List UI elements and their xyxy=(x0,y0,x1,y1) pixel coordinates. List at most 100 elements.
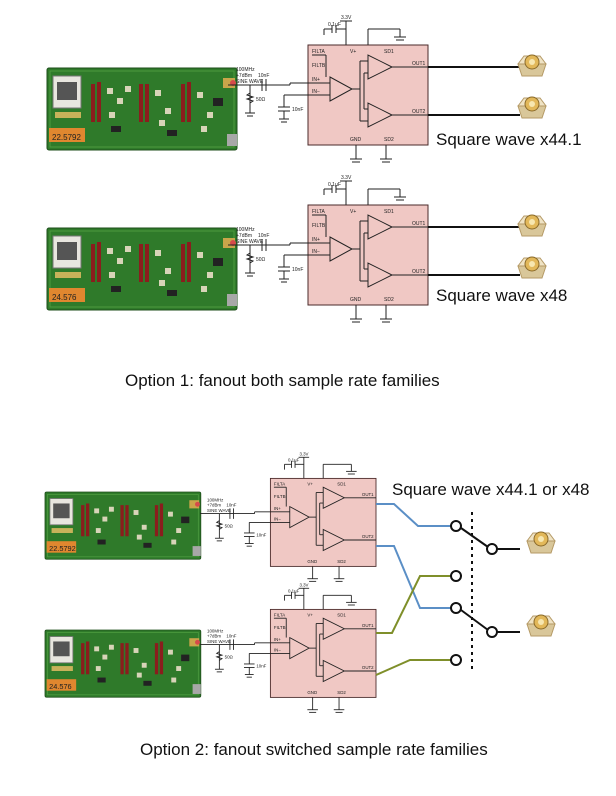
ic1-filtb-label: FILTB xyxy=(312,63,326,69)
ic3-out2-to-switch-wire xyxy=(376,545,452,609)
ic1-cap-bot-label: 10nF xyxy=(292,107,303,113)
ic2-cap-bot-label: 10nF xyxy=(292,267,303,273)
connector-5 xyxy=(526,531,556,554)
ic2-filta-label: FILTA xyxy=(312,209,326,215)
ic1-gnd-label: GND xyxy=(350,137,362,143)
ic2-cap-in-label: 10nF xyxy=(258,233,269,239)
switch-pivot-2 xyxy=(486,626,498,638)
ic1-sd2-label: SD2 xyxy=(384,137,394,143)
board-1-freq: 22.5792 xyxy=(52,133,81,142)
oscillator-board-1: 22.5792 xyxy=(46,67,238,151)
ic3-sd2-label: SD2 xyxy=(337,559,346,564)
ic1-res-label: 50Ω xyxy=(256,97,266,103)
ic4-out2-to-switch-wire xyxy=(375,659,452,676)
ic3-out1-label: OUT1 xyxy=(362,492,374,497)
ic4-cap-in-label: 10nF xyxy=(226,634,236,639)
fanout-ic-schematic-3: 3.3V 0.1µF V+ FILTA FILTB IN+ IN− GND SD… xyxy=(199,452,377,582)
ic2-src-line1: 100MHz xyxy=(236,227,255,233)
ic2-sd2-label: SD2 xyxy=(384,297,394,303)
connector-1 xyxy=(517,54,547,77)
switch-contact-4 xyxy=(450,654,462,666)
ic2-res-label: 50Ω xyxy=(256,257,266,263)
oscillator-board-2: 24.576 xyxy=(46,227,238,311)
connector-4 xyxy=(517,256,547,279)
oscillator-board-3: 22.5792 xyxy=(44,491,202,560)
ic1-filta-label: FILTA xyxy=(312,49,326,55)
ic1-inn-label: IN− xyxy=(312,89,320,95)
ic3-cap-bot-label: 10nF xyxy=(256,532,266,537)
ic1-cap-top-label: 0.1µF xyxy=(328,22,341,28)
connector-6 xyxy=(526,614,556,637)
ic4-src-line3: SINE WAVE xyxy=(207,639,231,644)
ic4-sd1-label: SD1 xyxy=(337,612,346,617)
ic1-src-line1: 100MHz xyxy=(236,67,255,73)
ic3-filta-label: FILTA xyxy=(274,481,285,486)
ic1-sd1-label: SD1 xyxy=(384,49,394,55)
switch-blade-2 xyxy=(460,609,489,631)
ic4-supply-label: 3.3V xyxy=(299,583,308,588)
option1-caption: Option 1: fanout both sample rate famili… xyxy=(125,371,440,390)
ic4-out1-to-switch-wire xyxy=(376,575,452,634)
ic3-sd1-label: SD1 xyxy=(337,481,346,486)
switch-blade-1 xyxy=(460,527,489,548)
ic3-res-label: 50Ω xyxy=(225,524,234,529)
ic2-out2-label: OUT2 xyxy=(412,269,426,275)
ic3-vplus-label: V+ xyxy=(307,481,313,486)
ic4-sd2-label: SD2 xyxy=(337,690,346,695)
ic3-out2-label: OUT2 xyxy=(362,534,374,539)
ic2-vplus-label: V+ xyxy=(350,209,356,215)
fanout-ic-schematic-4: 3.3V 0.1µF V+ FILTA FILTB IN+ IN− GND SD… xyxy=(199,583,377,713)
ic2-inn-label: IN− xyxy=(312,249,320,255)
ic2-cap-top-label: 0.1µF xyxy=(328,182,341,188)
ic3-inp-label: IN+ xyxy=(274,506,281,511)
ic4-vplus-label: V+ xyxy=(307,612,313,617)
ic4-filta-label: FILTA xyxy=(274,612,285,617)
switch-contact-3 xyxy=(450,602,462,614)
ic2-src-line3: SINE WAVE xyxy=(236,239,264,245)
ic3-supply-label: 3.3V xyxy=(299,452,308,457)
square-wave-441-label: Square wave x44.1 xyxy=(436,130,582,149)
switch-pivot-1 xyxy=(486,543,498,555)
oscillator-board-4: 24.576 xyxy=(44,629,202,698)
ic3-inn-label: IN− xyxy=(274,517,281,522)
square-wave-either-label: Square wave x44.1 or x48 xyxy=(392,480,590,499)
ic1-src-line2: +7dBm xyxy=(236,73,252,79)
ic3-gnd-label: GND xyxy=(307,559,317,564)
ic1-cap-in-label: 10nF xyxy=(258,73,269,79)
board-4-freq: 24.576 xyxy=(49,682,72,691)
ic3-cap-top-label: 0.1µF xyxy=(288,458,300,463)
ic4-out1-label: OUT1 xyxy=(362,623,374,628)
ic4-src-line1: 100MHz xyxy=(207,628,223,633)
ic4-inp-label: IN+ xyxy=(274,637,281,642)
ic3-filtb-label: FILTB xyxy=(274,494,286,499)
switch-contact-1 xyxy=(450,520,462,532)
ic2-out1-label: OUT1 xyxy=(412,221,426,227)
ic4-cap-bot-label: 10nF xyxy=(256,663,266,668)
ic3-src-line2: +7dBm xyxy=(207,503,221,508)
ic4-filtb-label: FILTB xyxy=(274,625,286,630)
ic4-src-line2: +7dBm xyxy=(207,634,221,639)
connector-2 xyxy=(517,96,547,119)
option1-group: 22.5792 3.3V 0.1µF V+ FILTA FILTB IN+ IN… xyxy=(46,15,582,390)
ic2-sd1-label: SD1 xyxy=(384,209,394,215)
ic3-src-line3: SINE WAVE xyxy=(207,508,231,513)
ic2-src-line2: +7dBm xyxy=(236,233,252,239)
ic2-supply-label: 3.3V xyxy=(341,175,352,181)
fanout-ic-schematic-1: 3.3V 0.1µF V+ FILTA FILTB IN+ IN− GND SD… xyxy=(227,15,429,163)
ic3-cap-in-label: 10nF xyxy=(226,503,236,508)
ic1-src-line3: SINE WAVE xyxy=(236,79,264,85)
ic1-vplus-label: V+ xyxy=(350,49,356,55)
ic2-gnd-label: GND xyxy=(350,297,362,303)
ic2-inp-label: IN+ xyxy=(312,237,320,243)
ic4-cap-top-label: 0.1µF xyxy=(288,589,300,594)
option2-caption: Option 2: fanout switched sample rate fa… xyxy=(140,740,488,759)
fanout-ic-schematic-2: 3.3V 0.1µF V+ FILTA FILTB IN+ IN− GND SD… xyxy=(227,175,429,323)
ic1-inp-label: IN+ xyxy=(312,77,320,83)
ic4-inn-label: IN− xyxy=(274,648,281,653)
option2-group: 22.5792 3.3V 0.1µF V+ FILTA FILTB IN+ IN… xyxy=(44,452,590,759)
ic1-out1-label: OUT1 xyxy=(412,61,426,67)
connector-3 xyxy=(517,214,547,237)
board-2-freq: 24.576 xyxy=(52,293,77,302)
ic3-out1-to-switch-wire xyxy=(376,503,452,527)
